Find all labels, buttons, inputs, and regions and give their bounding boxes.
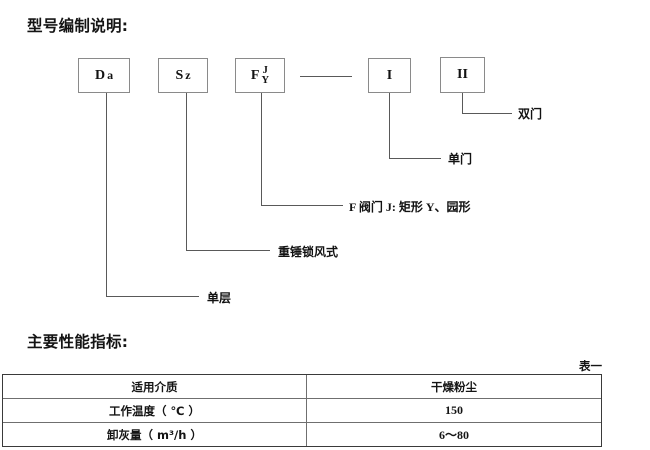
code-box-ii: II: [440, 57, 485, 93]
performance-table: 适用介质 干燥粉尘 工作温度（ ℃ ） 150 卸灰量（ m³/h ） 6～80: [2, 374, 602, 447]
table-caption: 表一: [579, 359, 602, 373]
annotation-single-layer: 单层: [207, 291, 232, 305]
connector-da-vertical: [106, 93, 107, 296]
table-cell-value: 干燥粉尘: [306, 374, 602, 399]
code-box-f-letter: F: [250, 67, 260, 83]
table-cell-label: 工作温度（ ℃ ）: [2, 398, 307, 423]
code-box-f-numerator: J: [262, 64, 268, 76]
code-box-f-denominator: Y: [261, 74, 270, 86]
connector-sz-horizontal: [186, 250, 270, 251]
table-row: 适用介质 干燥粉尘: [2, 374, 602, 399]
annotation-heavy-hammer-lock: 重锤锁风式: [278, 245, 339, 259]
connector-i-vertical: [389, 93, 390, 158]
code-box-da-letter: D: [94, 67, 108, 83]
connector-dash-separator: [300, 76, 352, 77]
table-cell-label: 适用介质: [2, 374, 307, 399]
page-title-performance: 主要性能指标:: [27, 333, 129, 351]
annotation-double-door: 双门: [518, 107, 543, 121]
code-box-sz-sub: z: [185, 68, 191, 82]
table-row: 卸灰量（ m³/h ） 6～80: [2, 422, 602, 447]
table-cell-value: 150: [306, 398, 602, 423]
connector-i-horizontal: [389, 158, 441, 159]
code-box-da-sub: a: [107, 68, 114, 82]
annotation-valve-type: F 阀门 J: 矩形 Y、园形: [349, 200, 471, 214]
connector-f-vertical: [261, 93, 262, 205]
code-box-i: I: [368, 58, 411, 93]
annotation-single-door: 单门: [448, 152, 473, 166]
connector-sz-vertical: [186, 93, 187, 250]
connector-da-horizontal: [106, 296, 199, 297]
code-box-f: F J Y: [235, 58, 285, 93]
code-box-sz-letter: S: [175, 67, 186, 83]
code-box-i-label: I: [386, 67, 393, 83]
table-row: 工作温度（ ℃ ） 150: [2, 398, 602, 423]
connector-f-horizontal: [261, 205, 343, 206]
page-title-model-coding: 型号编制说明:: [27, 17, 129, 35]
connector-ii-vertical: [462, 93, 463, 113]
code-box-ii-label: II: [457, 67, 468, 82]
table-cell-label: 卸灰量（ m³/h ）: [2, 422, 307, 447]
code-box-f-fraction: J Y: [261, 64, 270, 86]
connector-ii-horizontal: [462, 113, 512, 114]
table-cell-value: 6～80: [306, 422, 602, 447]
